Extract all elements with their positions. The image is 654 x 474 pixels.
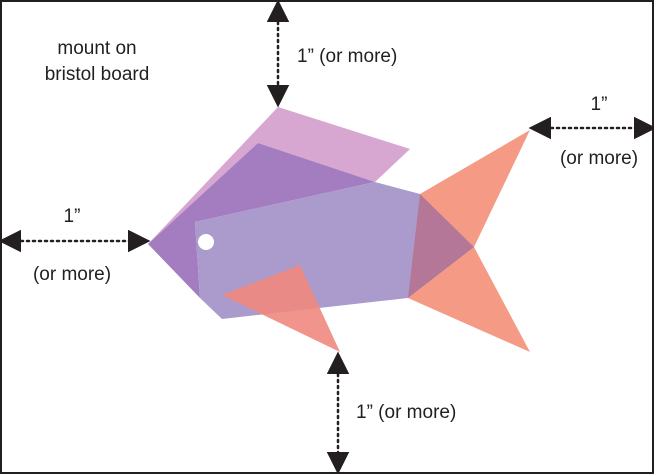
fish-head	[148, 143, 375, 298]
top-fin	[148, 107, 410, 244]
right-margin-label-line2: (or more)	[560, 148, 638, 169]
top-margin-label: 1” (or more)	[297, 46, 397, 67]
mount-instruction-line1: mount on	[57, 38, 136, 59]
tail-overlap	[408, 194, 474, 298]
bottom-fin	[222, 265, 340, 352]
fish-eye	[198, 234, 214, 250]
left-margin-label-line1: 1”	[64, 206, 81, 227]
fish-illustration	[148, 107, 530, 352]
tail-upper	[420, 130, 530, 247]
left-margin-label-line2: (or more)	[33, 264, 111, 285]
tail-lower	[408, 247, 530, 352]
bottom-margin-label: 1” (or more)	[356, 402, 456, 423]
mount-instruction-line2: bristol board	[45, 64, 150, 85]
right-margin-label-line1: 1”	[591, 94, 608, 115]
